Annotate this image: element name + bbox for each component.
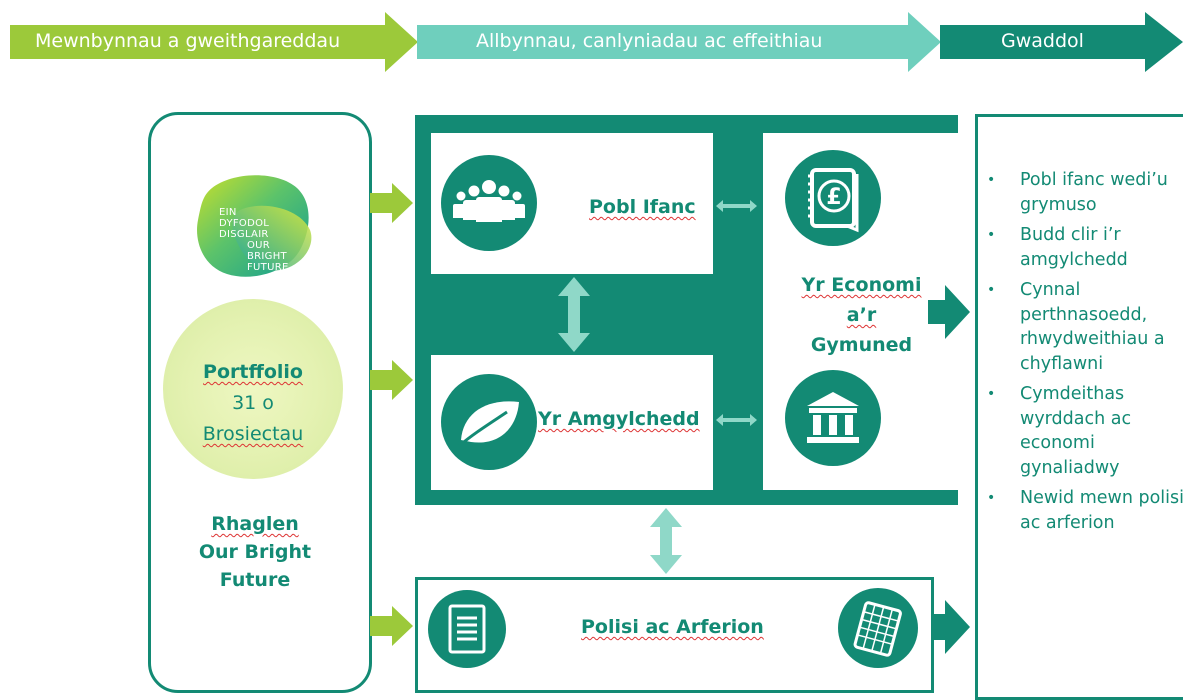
portfolio-count: 31 o bbox=[232, 392, 274, 414]
output-arrows bbox=[928, 285, 970, 654]
outcome-item: Newid mewn polisi ac arferion bbox=[985, 486, 1183, 535]
input-arrow-2 bbox=[370, 360, 413, 400]
stage-label-outputs: Allbynnau, canlyniadau ac effeithiau bbox=[476, 30, 823, 52]
portfolio-text: Portffolio 31 o Brosiectau bbox=[163, 357, 343, 450]
input-arrow-1 bbox=[370, 183, 413, 223]
input-arrows bbox=[370, 183, 413, 646]
stage-arrow-outputs bbox=[417, 12, 941, 72]
outcome-item: Budd clir i’r amgylchedd bbox=[985, 223, 1183, 272]
outcome-item: Cymdeithas wyrddach ac economi gynaliadw… bbox=[985, 382, 1183, 480]
connector-arrows bbox=[558, 200, 757, 574]
people-group-icon bbox=[441, 155, 537, 251]
output-arrow-themes bbox=[928, 285, 970, 339]
economy-label: Yr Economi a’r Gymuned bbox=[801, 274, 922, 356]
connector-block-policy bbox=[650, 508, 682, 574]
outcome-item: Cynnal perthnasoedd, rhwydweithiau a chy… bbox=[985, 278, 1183, 376]
leaf-icon bbox=[441, 374, 537, 470]
logo-wordmark: EIN DYFODOL DISGLAIR OUR BRIGHT FUTURE bbox=[219, 207, 289, 273]
stage-arrows bbox=[10, 12, 1183, 72]
stage-label-inputs: Mewnbynnau a gweithgareddau bbox=[35, 30, 341, 52]
stage-arrow-inputs bbox=[10, 12, 418, 72]
connector-young-economy bbox=[716, 200, 757, 212]
portfolio-title: Portffolio bbox=[203, 361, 303, 383]
environment-label: Yr Amgylchedd bbox=[538, 408, 700, 430]
connector-environment-economy bbox=[716, 414, 757, 426]
spreadsheet-icon bbox=[838, 588, 918, 668]
programme-name: Rhaglen Our Bright Future bbox=[198, 513, 312, 591]
outcome-item: Pobl ifanc wedi’u grymuso bbox=[985, 168, 1183, 217]
svg-text:£: £ bbox=[826, 185, 841, 210]
connector-young-environment bbox=[558, 277, 590, 352]
output-arrow-policy bbox=[932, 600, 970, 654]
legacy-outcomes-list: Pobl ifanc wedi’u grymuso Budd clir i’r … bbox=[985, 168, 1183, 541]
stage-label-legacy: Gwaddol bbox=[1001, 30, 1084, 52]
pound-book-icon: £ bbox=[785, 150, 881, 246]
portfolio-circle bbox=[163, 299, 343, 479]
young-people-label: Pobl Ifanc bbox=[589, 196, 696, 218]
policy-label: Polisi ac Arferion bbox=[581, 616, 764, 638]
document-icon bbox=[428, 590, 506, 668]
stage-arrow-legacy bbox=[940, 12, 1183, 72]
input-arrow-3 bbox=[370, 606, 413, 646]
our-bright-future-logo bbox=[197, 175, 312, 277]
portfolio-unit: Brosiectau bbox=[202, 423, 304, 445]
bank-building-icon bbox=[785, 370, 881, 466]
